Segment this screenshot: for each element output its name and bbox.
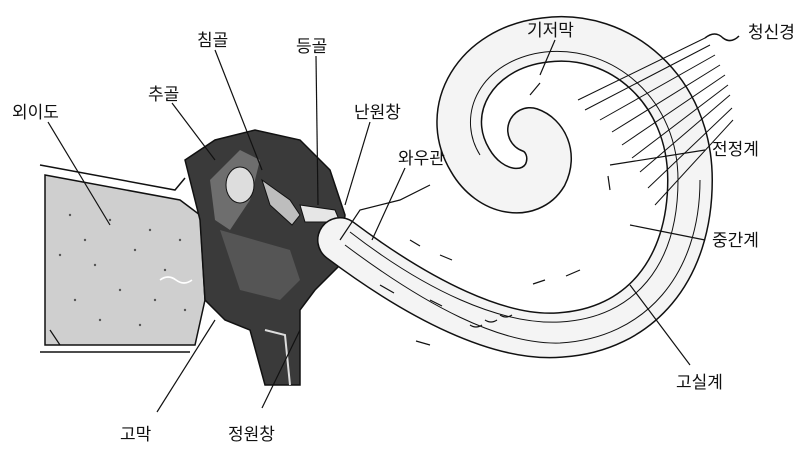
label-eardrum: 고막 xyxy=(120,425,152,445)
label-ear-canal: 외이도 xyxy=(12,103,59,123)
ear-canal-shape xyxy=(40,165,205,352)
leader-cochlear-duct xyxy=(372,168,405,240)
middle-ear-shape xyxy=(185,130,345,385)
label-stapes: 등골 xyxy=(296,37,327,57)
label-incus: 침골 xyxy=(197,31,228,51)
label-scala-tympani: 고실계 xyxy=(676,373,723,393)
label-scala-vestibuli: 전정계 xyxy=(712,140,759,160)
leader-round-window xyxy=(345,122,370,205)
label-malleus: 추골 xyxy=(148,85,179,105)
label-cochlear-duct: 와우관 xyxy=(398,149,445,169)
label-scala-media: 중간계 xyxy=(712,231,759,251)
label-auditory-nerve: 청신경 xyxy=(748,23,795,43)
leader-malleus xyxy=(172,103,215,160)
label-basilar-membrane: 기저막 xyxy=(527,21,574,41)
label-oval-window: 정원창 xyxy=(228,425,275,445)
label-round-window: 난원창 xyxy=(354,103,401,123)
